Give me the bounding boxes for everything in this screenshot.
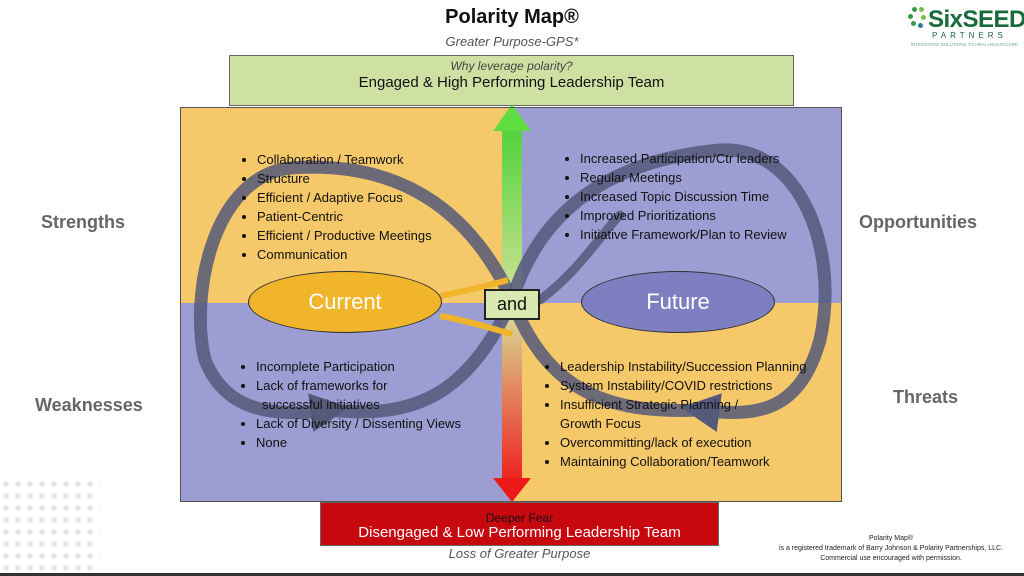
future-pole: Future xyxy=(581,271,775,333)
list-item: Regular Meetings xyxy=(580,168,787,187)
left-loop-upper xyxy=(193,160,519,432)
trademark-line: is a registered trademark of Barry Johns… xyxy=(778,545,1004,552)
deeper-fear-question: Deeper Fear xyxy=(485,511,554,525)
list-item: Communication xyxy=(257,245,432,264)
page-subtitle: Greater Purpose-GPS* xyxy=(445,34,579,49)
label-threats: Threats xyxy=(893,387,959,407)
logo-dot xyxy=(918,23,923,28)
current-connector xyxy=(439,277,509,299)
list-item: Lack of Diversity / Dissenting Views xyxy=(256,414,461,433)
deeper-fear-caption: Loss of Greater Purpose xyxy=(448,546,591,561)
page-title: Polarity Map® xyxy=(445,6,579,28)
deeper-fear-box: Deeper Fear Disengaged & Low Performing … xyxy=(320,502,719,546)
greater-purpose-text: Engaged & High Performing Leadership Tea… xyxy=(358,74,665,91)
map-frame xyxy=(180,107,842,502)
opportunities-list: Increased Participation/Ctr leaders Regu… xyxy=(563,149,787,244)
list-item: Leadership Instability/Succession Planni… xyxy=(560,357,806,376)
list-item-continuation: successful initiatives xyxy=(262,397,380,412)
list-item: Incomplete Participation xyxy=(256,357,461,376)
label-strengths: Strengths xyxy=(41,212,126,232)
list-item: Insufficient Strategic Planning / Growth … xyxy=(560,395,806,433)
and-connector: and xyxy=(484,289,540,320)
sixseed-logo: SixSEED PARTNERS INTEGRATED SOLUTIONS TO… xyxy=(906,4,1024,50)
list-item: Patient-Centric xyxy=(257,207,432,226)
logo-sub: PARTNERS xyxy=(932,31,1007,40)
list-item: Increased Participation/Ctr leaders xyxy=(580,149,787,168)
list-item-text: Insufficient Strategic Planning / xyxy=(560,397,739,412)
logo-name: SixSEED xyxy=(928,6,1024,33)
label-opportunities: Opportunities xyxy=(859,212,977,232)
logo-dot xyxy=(919,7,924,12)
deeper-fear-text: Disengaged & Low Performing Leadership T… xyxy=(358,524,681,541)
arrow-down-head xyxy=(493,478,531,502)
trademark-line: Polarity Map® xyxy=(868,535,914,542)
right-loop-upper xyxy=(505,143,832,432)
list-item: Overcommitting/lack of execution xyxy=(560,433,806,452)
arrow-up-head xyxy=(493,104,531,131)
list-item-continuation: Growth Focus xyxy=(560,416,641,431)
trademark-line: Commercial use encouraged with permissio… xyxy=(820,555,962,562)
background-dot-pattern xyxy=(0,478,100,576)
list-item: System Instability/COVID restrictions xyxy=(560,376,806,395)
label-weaknesses: Weaknesses xyxy=(35,395,143,415)
list-item-text: Lack of frameworks for xyxy=(256,378,388,393)
list-item: Structure xyxy=(257,169,432,188)
logo-dot xyxy=(911,21,916,26)
current-connector-lower xyxy=(439,313,513,337)
logo-tagline: INTEGRATED SOLUTIONS TO HEAL HEALTHCARE xyxy=(910,42,1018,47)
logo-dot xyxy=(908,14,913,19)
list-item: Initiative Framework/Plan to Review xyxy=(580,225,787,244)
list-item: Improved Prioritizations xyxy=(580,206,787,225)
strengths-list: Collaboration / Teamwork Structure Effic… xyxy=(240,150,432,264)
list-item: Efficient / Productive Meetings xyxy=(257,226,432,245)
footer-bar xyxy=(0,573,1024,576)
list-item: Lack of frameworks for successful initiat… xyxy=(256,376,461,414)
greater-purpose-question: Why leverage polarity? xyxy=(450,59,573,73)
list-item: Collaboration / Teamwork xyxy=(257,150,432,169)
list-item: None xyxy=(256,433,461,452)
current-pole: Current xyxy=(248,271,442,333)
trademark-note: Polarity Map® is a registered trademark … xyxy=(760,534,1022,564)
list-item: Maintaining Collaboration/Teamwork xyxy=(560,452,806,471)
right-loop-lower xyxy=(505,293,707,418)
list-item: Efficient / Adaptive Focus xyxy=(257,188,432,207)
logo-dot xyxy=(921,15,926,20)
threats-list: Leadership Instability/Succession Planni… xyxy=(543,357,806,471)
weaknesses-list: Incomplete Participation Lack of framewo… xyxy=(239,357,461,452)
crossing-stroke xyxy=(535,210,625,305)
list-item: Increased Topic Discussion Time xyxy=(580,187,787,206)
logo-dot xyxy=(912,7,917,12)
greater-purpose-box: Why leverage polarity? Engaged & High Pe… xyxy=(229,55,794,106)
